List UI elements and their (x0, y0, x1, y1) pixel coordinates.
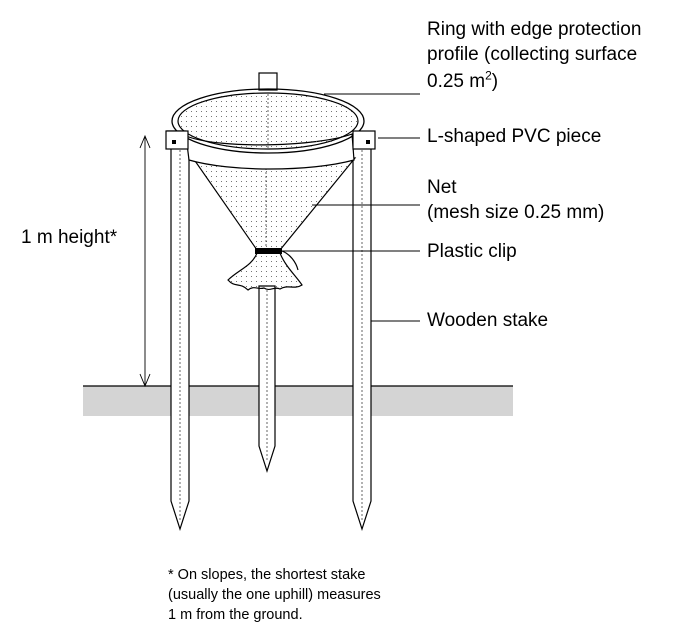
pvc-label: L-shaped PVC piece (427, 126, 602, 147)
net-bag (227, 252, 303, 291)
height-arrow (139, 134, 151, 388)
ring-label-line1: Ring with edge protection (427, 19, 642, 40)
center-stake-top (258, 72, 278, 91)
ground-band (83, 386, 513, 416)
pvc-piece-right (352, 130, 376, 150)
net-label-line2: (mesh size 0.25 mm) (427, 202, 605, 223)
footnote-line3: 1 m from the ground. (168, 607, 303, 623)
ring-label-close: ) (491, 71, 499, 92)
ring-inner (177, 92, 359, 150)
ring-label-line3: 0.25 m2) (427, 70, 498, 94)
stake-label: Wooden stake (427, 310, 549, 331)
height-label: 1 m height* (21, 227, 118, 248)
plastic-clip (255, 248, 299, 271)
ring-outer (171, 88, 365, 154)
clip-label: Plastic clip (427, 241, 517, 262)
net-funnel (191, 157, 357, 251)
ring-label-area: 0.25 m (427, 71, 486, 92)
net-label-line1: Net (427, 177, 457, 198)
footnote-line1: * On slopes, the shortest stake (168, 567, 366, 583)
ring-label-line2: profile (collecting surface (427, 44, 638, 65)
pvc-piece-left (165, 130, 189, 150)
ring-label-sup: 2 (485, 68, 492, 83)
footnote-line2: (usually the one uphill) measures (168, 587, 381, 603)
ring-surface (177, 92, 359, 150)
